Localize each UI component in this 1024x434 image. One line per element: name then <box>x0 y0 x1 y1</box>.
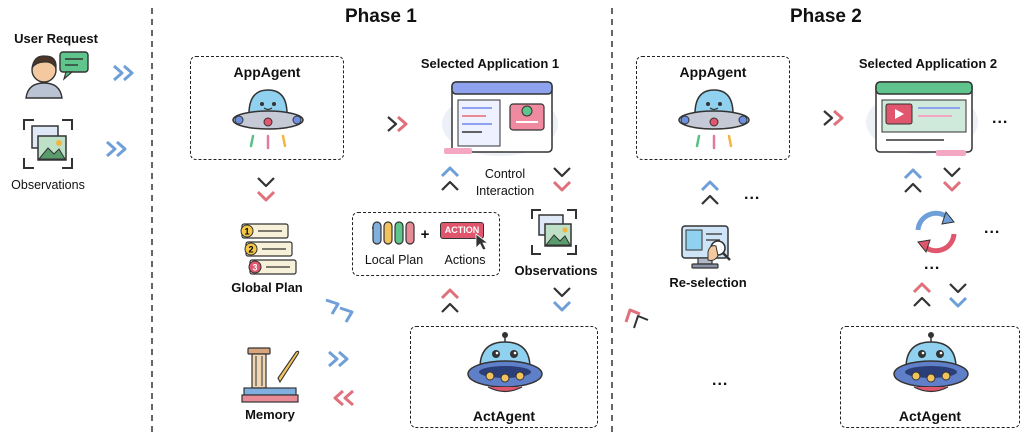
up-chevron-icon <box>440 288 460 313</box>
observations-icon <box>531 209 577 255</box>
diagonal-chevron-icon <box>325 298 354 323</box>
phase-1-title: Phase 1 <box>345 6 417 27</box>
memory-label: Memory <box>245 407 295 422</box>
actagent-ufo-icon <box>467 332 543 393</box>
reselection-label: Re-selection <box>669 275 747 290</box>
memory-icon <box>241 347 300 403</box>
right-chevron-icon <box>823 109 844 127</box>
appagent-ufo-icon <box>232 89 304 150</box>
actagent-label-2: ActAgent <box>898 408 962 424</box>
actagent-label-1: ActAgent <box>472 408 536 424</box>
ellipsis-1: ... <box>744 186 761 203</box>
up-chevron-icon <box>903 168 923 193</box>
user-avatar-icon <box>25 51 89 99</box>
appagent-label-1: AppAgent <box>233 64 301 80</box>
global-plan-icon: 1 2 3 <box>240 223 297 275</box>
application-window-icon <box>442 81 558 156</box>
down-chevron-icon <box>552 287 572 312</box>
ellipsis-3: ... <box>992 110 1009 127</box>
global-plan-label: Global Plan <box>231 280 303 295</box>
observations-label: Observations <box>11 178 85 192</box>
plus-sign: + <box>420 226 430 243</box>
observations-label-phase1: Observations <box>514 263 598 278</box>
up-chevron-icon <box>912 282 932 307</box>
down-chevron-icon <box>948 283 968 308</box>
actions-label: Actions <box>444 253 486 267</box>
right-chevron-icon <box>328 350 349 368</box>
right-chevron-icon <box>387 115 408 133</box>
plan-step-1: 1 <box>244 227 249 237</box>
local-plan-icon <box>372 221 415 245</box>
right-chevron-icon <box>113 64 134 82</box>
appagent-box-1 <box>190 56 344 160</box>
down-chevron-icon <box>552 167 572 192</box>
plan-step-2: 2 <box>248 245 253 255</box>
up-chevron-icon <box>700 180 720 205</box>
plan-step-3: 3 <box>252 263 257 273</box>
observations-icon <box>23 119 73 169</box>
actagent-ufo-icon <box>893 332 969 393</box>
actagent-box-1 <box>410 326 598 428</box>
selected-app-2-label: Selected Application 2 <box>858 56 998 71</box>
down-chevron-icon <box>942 167 962 192</box>
reselection-monitor-icon <box>681 225 731 269</box>
actagent-box-2 <box>840 326 1020 428</box>
ellipsis-4: ... <box>984 220 1001 237</box>
phase-2-title: Phase 2 <box>790 6 862 27</box>
appagent-ufo-icon <box>678 89 750 150</box>
appagent-box-2 <box>636 56 790 160</box>
selected-app-1-label: Selected Application 1 <box>420 56 560 71</box>
cursor-icon <box>475 233 490 251</box>
left-chevron-icon <box>333 389 354 407</box>
application-window-icon <box>866 81 978 156</box>
ellipsis-5: ... <box>924 256 941 273</box>
up-chevron-icon <box>440 166 460 191</box>
ellipsis-2: ... <box>712 372 729 389</box>
right-chevron-icon <box>106 140 127 158</box>
action-badge: ACTION <box>440 222 484 239</box>
cycle-icon <box>915 210 957 254</box>
local-plan-label: Local Plan <box>364 253 424 267</box>
diagonal-chevron-icon <box>624 308 649 329</box>
control-interaction-label: Control Interaction <box>475 167 535 198</box>
local-plan-actions-box <box>352 212 500 276</box>
down-chevron-icon <box>256 177 276 202</box>
appagent-label-2: AppAgent <box>679 64 747 80</box>
user-request-label: User Request <box>14 31 98 46</box>
